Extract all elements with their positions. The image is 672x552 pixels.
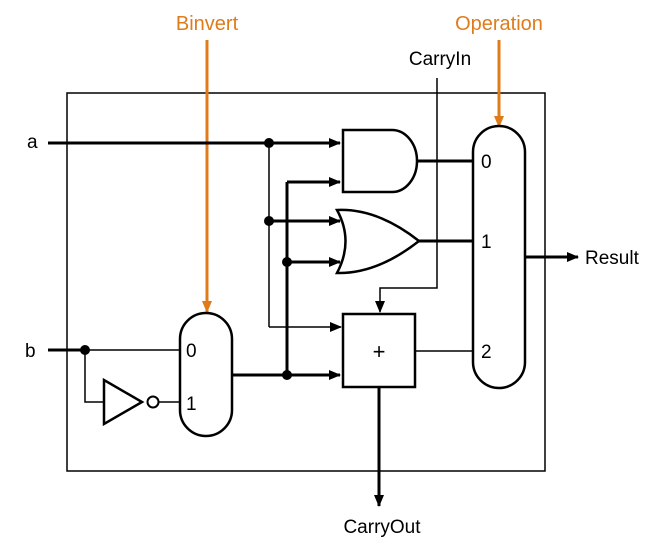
- junction-bmux-or-dot: [282, 257, 292, 267]
- b-to-inverter-wire: [84, 350, 104, 403]
- input-b-label: b: [25, 341, 36, 362]
- operation-label: Operation: [455, 13, 543, 35]
- carry-in-label: CarryIn: [409, 49, 471, 70]
- binvert-label: Binvert: [176, 13, 239, 35]
- result-mux-input2-label: 2: [481, 342, 492, 363]
- adder-plus-symbol: +: [373, 339, 386, 364]
- result-label: Result: [585, 248, 640, 269]
- input-a-label: a: [27, 132, 38, 153]
- alu-boundary-box: [66, 92, 546, 472]
- junction-a-or-dot: [264, 216, 274, 226]
- or-gate: [334, 208, 422, 275]
- b-multiplexer: [178, 311, 234, 438]
- carry-out-label: CarryOut: [343, 517, 421, 538]
- inverter-bubble: [146, 395, 160, 409]
- result-mux-input1-label: 1: [481, 232, 492, 253]
- and-gate: [341, 128, 419, 194]
- result-mux-input0-label: 0: [481, 152, 492, 173]
- b-mux-input0-label: 0: [186, 341, 197, 362]
- carry-in-wire: [375, 78, 438, 313]
- inverter-gate: [102, 377, 145, 427]
- b-mux-input1-label: 1: [186, 394, 197, 415]
